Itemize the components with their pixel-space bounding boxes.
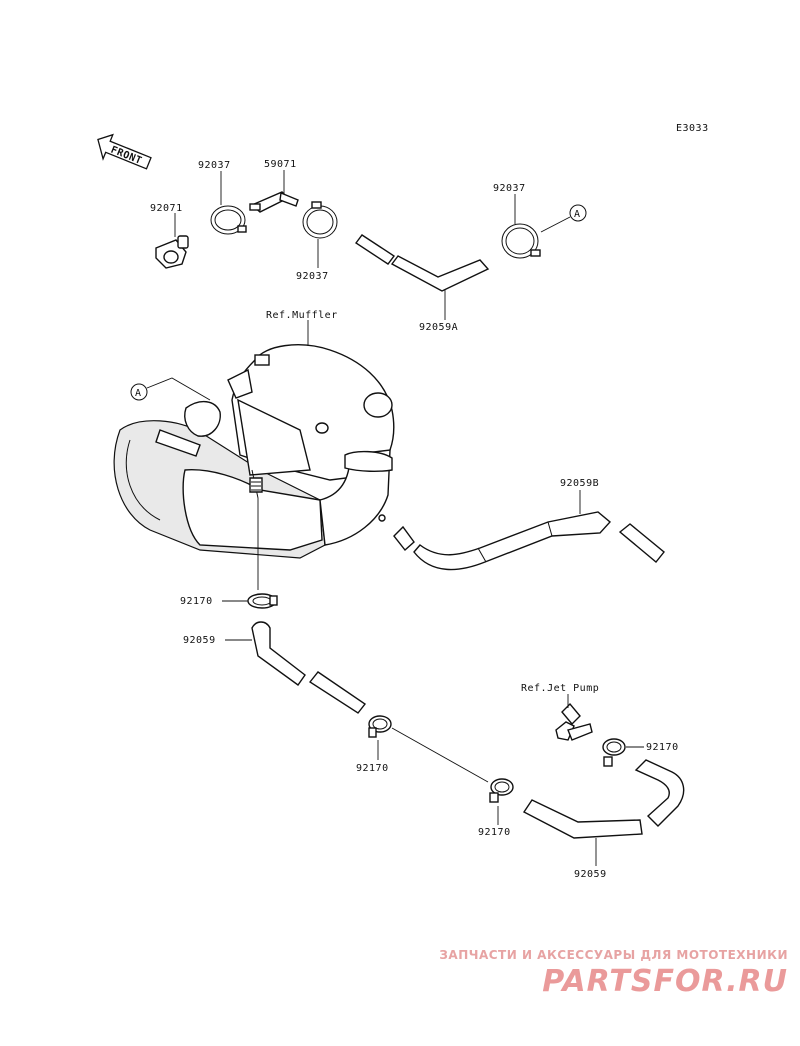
part-92170-clamp-bottom: [489, 778, 514, 803]
part-92059-bottom-hose: [522, 759, 685, 839]
part-92059b-hose: [393, 511, 665, 571]
part-label-92037-top: 92037: [198, 160, 231, 171]
ref-jet-pump-label: Ref.Jet Pump: [521, 683, 599, 694]
part-label-92037-right: 92037: [493, 183, 526, 194]
part-92037-clamp-right: [501, 223, 541, 259]
part-92170-clamp-right: [602, 738, 626, 767]
watermark-logo: PARTSFOR.RU: [542, 964, 788, 999]
part-label-92059-left: 92059: [183, 635, 216, 646]
part-92037-clamp-top: [210, 205, 247, 235]
part-label-92170-left: 92170: [180, 596, 213, 607]
part-92037-clamp-mid: [302, 201, 338, 239]
part-59071-fitting: [249, 191, 299, 213]
part-label-59071: 59071: [264, 159, 297, 170]
part-label-92170-mid: 92170: [356, 763, 389, 774]
part-label-92170-right: 92170: [646, 742, 679, 753]
callout-a-left: [130, 383, 148, 401]
callout-a-right-letter: A: [574, 209, 581, 220]
part-92059-left-hose: [251, 621, 367, 714]
muffler-drawing: [113, 344, 395, 559]
front-arrow-icon: FRONT: [97, 133, 152, 170]
part-label-92059a: 92059A: [419, 322, 458, 333]
jet-pump-fitting: [555, 702, 593, 741]
callout-a-right: [569, 204, 587, 222]
part-label-92071: 92071: [150, 203, 183, 214]
part-label-92170-bottom: 92170: [478, 827, 511, 838]
part-label-92037-mid: 92037: [296, 271, 329, 282]
part-92170-clamp-mid: [368, 715, 392, 738]
diagram-code: E3033: [676, 123, 709, 134]
part-92059a-hose: [354, 234, 490, 292]
watermark: ЗАПЧАСТИ И АКСЕССУАРЫ ДЛЯ МОТОТЕХНИКИ PA…: [439, 948, 788, 999]
ref-muffler-label: Ref.Muffler: [266, 310, 338, 321]
part-label-92059-bottom: 92059: [574, 869, 607, 880]
watermark-tagline: ЗАПЧАСТИ И АКСЕССУАРЫ ДЛЯ МОТОТЕХНИКИ: [439, 948, 788, 962]
part-92071-drawing: [155, 235, 189, 269]
part-92170-clamp-left: [247, 593, 278, 609]
part-label-92059b: 92059B: [560, 478, 599, 489]
callout-a-left-letter: A: [135, 388, 142, 399]
